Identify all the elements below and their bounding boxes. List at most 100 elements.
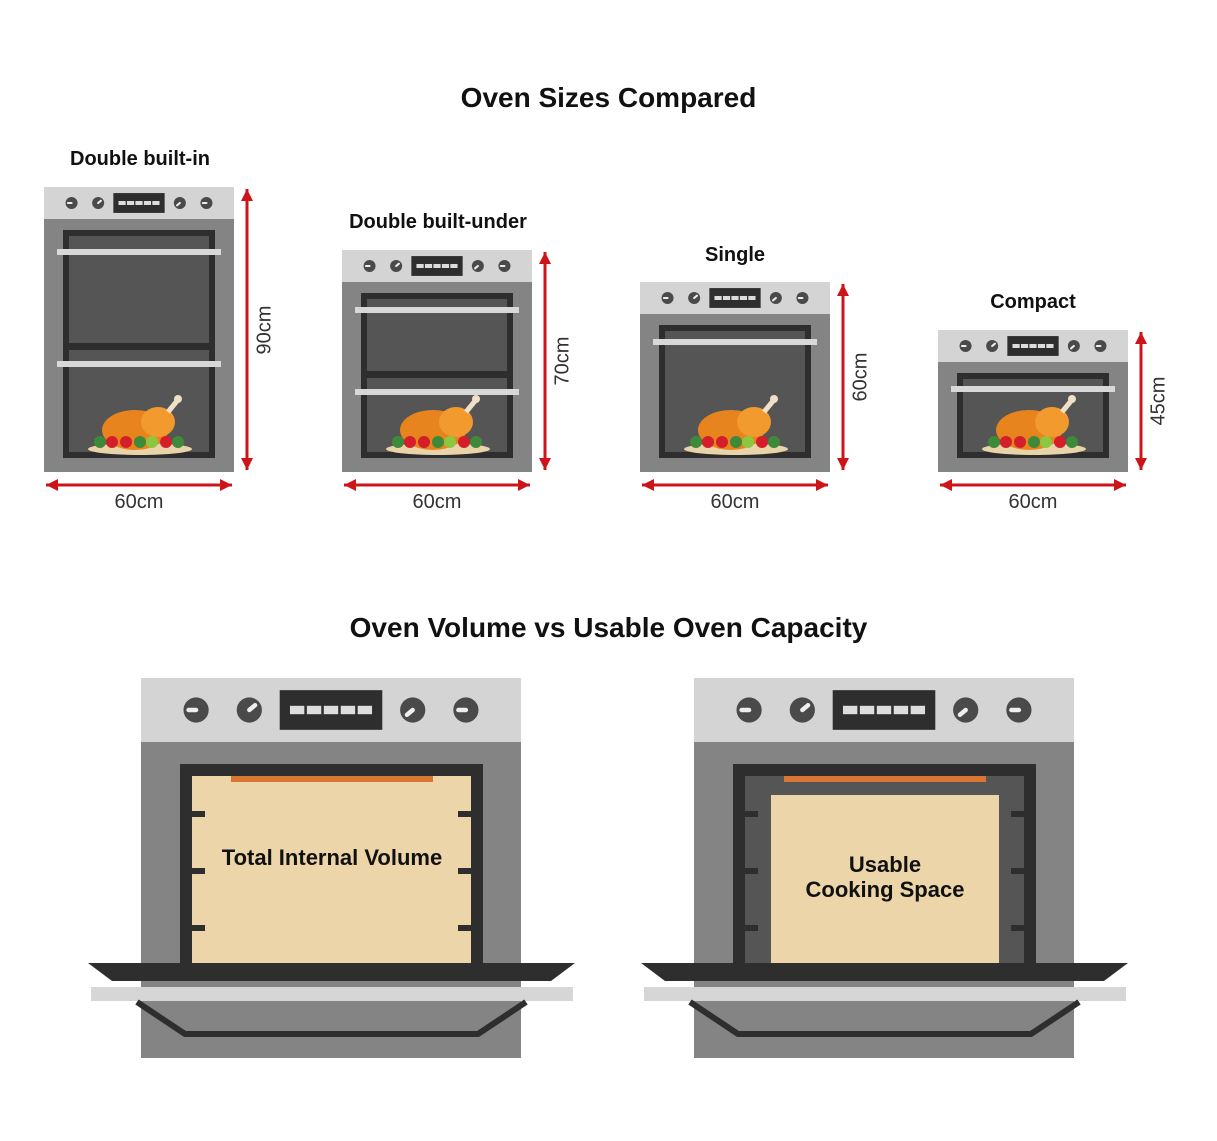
display-segment: [1029, 344, 1037, 348]
garnish: [392, 436, 404, 448]
width-arrow: [642, 479, 828, 491]
arrowhead-icon: [1114, 479, 1126, 491]
bone: [762, 399, 775, 414]
garnish: [742, 436, 754, 448]
knob-indicator: [395, 262, 400, 268]
usable-cooking-space-label: Usable Cooking Space: [735, 852, 1035, 902]
door-handle-bar: [91, 987, 573, 1001]
garnish: [690, 436, 702, 448]
garnish: [1028, 436, 1040, 448]
display-segment: [441, 264, 450, 268]
door-handle: [355, 389, 519, 395]
garnish: [470, 436, 482, 448]
bone-end: [174, 395, 182, 403]
arrowhead-icon: [241, 458, 253, 470]
garnish: [146, 436, 158, 448]
bone: [464, 399, 477, 414]
heating-element: [784, 776, 986, 782]
rack-support: [192, 868, 205, 874]
height-label-double-built-under: 70cm: [551, 336, 574, 386]
garnish: [94, 436, 106, 448]
arrowhead-icon: [837, 284, 849, 296]
turkey-leg: [439, 407, 473, 437]
rack-support: [192, 811, 205, 817]
arrowhead-icon: [539, 458, 551, 470]
width-arrow: [940, 479, 1126, 491]
display-segment: [289, 705, 305, 715]
garnish: [768, 436, 780, 448]
height-arrow: [1135, 332, 1147, 470]
garnish: [1054, 436, 1066, 448]
arrowhead-icon: [241, 189, 253, 201]
oven-single: [640, 282, 830, 472]
bone: [1060, 399, 1073, 414]
garnish: [458, 436, 470, 448]
display-segment: [910, 705, 926, 715]
garnish: [418, 436, 430, 448]
height-arrow: [539, 252, 551, 470]
rack-support: [458, 925, 471, 931]
garnish: [160, 436, 172, 448]
height-arrow: [241, 189, 253, 470]
display-segment: [340, 705, 356, 715]
display-segment: [842, 705, 858, 715]
rack-support: [745, 811, 758, 817]
display-segment: [1046, 344, 1054, 348]
width-arrow: [344, 479, 530, 491]
rack-support: [745, 868, 758, 874]
arrowhead-icon: [1135, 332, 1147, 344]
display-segment: [450, 264, 458, 268]
internal-volume: [192, 776, 471, 966]
garnish: [1000, 436, 1012, 448]
garnish: [1066, 436, 1078, 448]
garnish: [120, 436, 132, 448]
arrowhead-icon: [816, 479, 828, 491]
garnish: [1014, 436, 1026, 448]
open-door-outline: [135, 999, 528, 1037]
display-segment: [126, 201, 135, 205]
oven-compact: [938, 330, 1128, 472]
heating-element: [231, 776, 433, 782]
width-label-double-built-under: 60cm: [412, 491, 462, 513]
bone-end: [1068, 395, 1076, 403]
display-segment: [714, 296, 722, 300]
garnish: [172, 436, 184, 448]
arrowhead-icon: [1135, 458, 1147, 470]
turkey-leg: [141, 407, 175, 437]
arrowhead-icon: [220, 479, 232, 491]
arrowhead-icon: [642, 479, 654, 491]
knob-indicator: [800, 702, 811, 713]
display-segment: [722, 296, 731, 300]
display-segment: [1012, 344, 1020, 348]
arrowhead-icon: [518, 479, 530, 491]
oven-double-built-in: [44, 187, 234, 472]
display-segment: [135, 201, 143, 205]
display-segment: [859, 705, 875, 715]
garnish: [716, 436, 728, 448]
knob-indicator: [693, 294, 698, 300]
knob-indicator: [772, 296, 777, 302]
display-segment: [152, 201, 160, 205]
knob-indicator: [991, 342, 996, 348]
roast-turkey-icon: [982, 395, 1086, 455]
total-internal-volume-label: Total Internal Volume: [221, 845, 443, 870]
section-title-oven-sizes: Oven Sizes Compared: [460, 82, 757, 113]
display-segment: [433, 264, 441, 268]
width-label-single: 60cm: [710, 491, 760, 513]
knob-indicator: [247, 702, 258, 713]
turkey-leg: [1035, 407, 1069, 437]
oven-usable-space: [641, 678, 1128, 1058]
rack-support: [1011, 925, 1024, 931]
garnish: [134, 436, 146, 448]
garnish: [702, 436, 714, 448]
bone-end: [770, 395, 778, 403]
arrowhead-icon: [344, 479, 356, 491]
garnish: [106, 436, 118, 448]
garnish: [756, 436, 768, 448]
display-segment: [424, 264, 433, 268]
turkey-leg: [737, 407, 771, 437]
roast-turkey-icon: [386, 395, 490, 455]
width-arrow: [46, 479, 232, 491]
display-segment: [893, 705, 909, 715]
